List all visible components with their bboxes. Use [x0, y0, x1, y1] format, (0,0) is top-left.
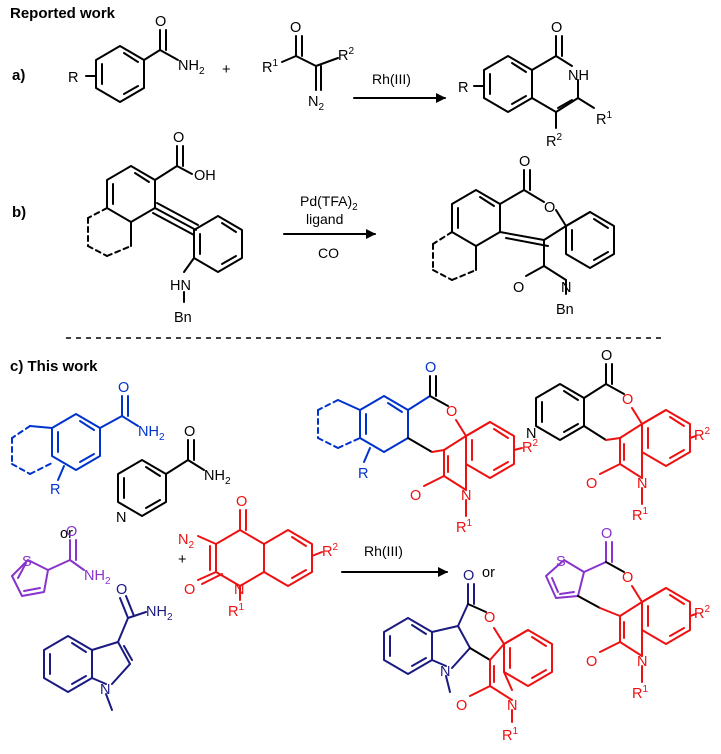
svg-text:R2: R2	[338, 46, 354, 64]
svg-text:N: N	[234, 582, 244, 598]
svg-text:R2: R2	[546, 132, 562, 150]
svg-text:R: R	[458, 80, 468, 96]
svg-text:O: O	[484, 610, 495, 626]
svg-text:R: R	[68, 70, 78, 86]
svg-text:R2: R2	[322, 542, 338, 560]
ligand-b: ligand	[306, 211, 343, 227]
svg-text:O: O	[601, 526, 612, 542]
svg-text:O: O	[446, 404, 457, 420]
diazo-quinolinedione-structure: O N2 O N R1 R2	[178, 494, 338, 620]
svg-text:R2: R2	[694, 426, 710, 444]
svg-text:NH2: NH2	[178, 58, 205, 77]
svg-text:O: O	[544, 200, 555, 216]
svg-text:O: O	[519, 154, 530, 170]
svg-text:O: O	[586, 654, 597, 670]
svg-text:N: N	[637, 476, 647, 492]
svg-text:N: N	[461, 488, 471, 504]
svg-text:O: O	[116, 582, 127, 598]
heading-this-work: c) This work	[10, 358, 98, 375]
isoquinolinone-structure: O NH R1 R2 R	[458, 20, 612, 150]
thiophene-amide-structure: S O NH2	[11, 524, 111, 597]
product-thieno-pyranoquinolinone: S O O O N R1 R2	[545, 526, 710, 702]
svg-text:N: N	[637, 654, 647, 670]
arrowhead-a	[436, 93, 446, 103]
svg-text:Bn: Bn	[174, 310, 192, 326]
svg-text:O: O	[456, 698, 467, 714]
svg-text:N2: N2	[308, 94, 324, 113]
svg-text:R1: R1	[632, 506, 648, 524]
benzamide-structure: O NH2 R	[68, 14, 205, 103]
svg-text:O: O	[586, 476, 597, 492]
svg-text:O: O	[601, 348, 612, 364]
label-b: b)	[12, 204, 26, 221]
svg-text:R1: R1	[596, 110, 612, 128]
blue-benzamide-structure: O NH2 R	[11, 380, 165, 498]
svg-text:O: O	[622, 570, 633, 586]
catalyst-b: Pd(TFA)2	[300, 193, 358, 213]
plus-c: +	[178, 552, 186, 568]
svg-text:NH2: NH2	[84, 568, 111, 587]
svg-text:NH2: NH2	[204, 468, 231, 487]
svg-text:R1: R1	[228, 602, 244, 620]
svg-text:O: O	[236, 494, 247, 510]
or-products: or	[482, 565, 495, 581]
pyranoquinolinone-structure-b: O O O N Bn	[432, 154, 615, 318]
arrowhead-c	[438, 567, 448, 577]
svg-text:R1: R1	[632, 684, 648, 702]
isonicotinamide-structure: O NH2 N	[116, 424, 231, 526]
catalyst-a: Rh(III)	[372, 71, 411, 87]
catalyst-c: Rh(III)	[364, 543, 403, 559]
svg-text:Bn: Bn	[556, 302, 574, 318]
svg-text:O: O	[155, 14, 166, 30]
plus-a: +	[222, 62, 230, 78]
alkynyl-naphthoic-acid-structure: O OH HN Bn	[87, 130, 243, 326]
svg-text:N: N	[561, 280, 571, 296]
svg-text:R2: R2	[522, 438, 538, 456]
svg-text:O: O	[290, 20, 301, 36]
svg-text:R1: R1	[456, 518, 472, 536]
svg-text:N: N	[116, 510, 126, 526]
svg-text:R: R	[358, 466, 368, 482]
arrowhead-b	[366, 229, 376, 239]
svg-text:NH: NH	[568, 68, 589, 84]
svg-text:O: O	[184, 424, 195, 440]
svg-text:HN: HN	[170, 278, 191, 294]
svg-text:N: N	[507, 698, 517, 714]
label-a: a)	[12, 67, 25, 84]
svg-text:N: N	[100, 682, 110, 698]
svg-text:O: O	[118, 380, 129, 396]
product-benzo-pyranoquinolinone: O R O O N R1 R2	[317, 360, 538, 536]
svg-text:NH2: NH2	[138, 424, 165, 443]
svg-text:O: O	[425, 360, 436, 376]
svg-text:N2: N2	[178, 532, 194, 551]
svg-text:R: R	[50, 482, 60, 498]
co-b: CO	[318, 245, 339, 261]
svg-text:S: S	[22, 554, 32, 570]
svg-text:O: O	[463, 568, 474, 584]
svg-text:N: N	[526, 426, 536, 442]
or-reactants: or	[60, 526, 73, 542]
svg-text:R1: R1	[502, 726, 518, 744]
svg-text:NH2: NH2	[146, 604, 173, 623]
product-pyrido-pyranoquinolinone: O N O O N R1 R2	[526, 348, 710, 524]
svg-text:S: S	[556, 554, 566, 570]
svg-text:O: O	[513, 280, 524, 296]
svg-text:O: O	[551, 20, 562, 36]
svg-text:O: O	[184, 582, 195, 598]
svg-text:R2: R2	[694, 604, 710, 622]
svg-text:OH: OH	[194, 168, 216, 184]
svg-text:R1: R1	[262, 58, 278, 76]
diazo-ketone-structure: O R1 R2 N2	[262, 20, 354, 113]
svg-text:N: N	[440, 664, 450, 680]
svg-text:O: O	[410, 488, 421, 504]
svg-text:O: O	[66, 524, 77, 540]
svg-text:O: O	[173, 130, 184, 146]
heading-reported-work: Reported work	[10, 5, 116, 22]
svg-text:O: O	[622, 392, 633, 408]
indole-amide-structure: O NH2 N	[43, 582, 173, 711]
product-indolo-pyranoquinolinone: O N O O N R1	[383, 568, 553, 744]
